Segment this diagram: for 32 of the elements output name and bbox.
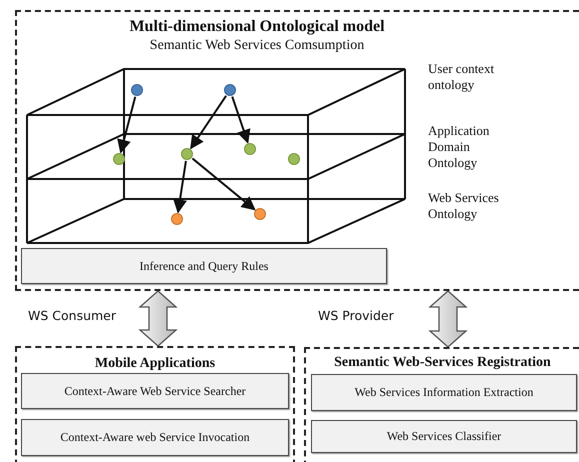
- ontology-node-circle: [171, 213, 183, 225]
- edge-label: WS Consumer: [28, 308, 116, 323]
- arrow: [190, 95, 227, 150]
- dashed-container: [15, 10, 579, 291]
- dashed-container: [15, 346, 295, 462]
- layer-label: User context ontology: [428, 61, 496, 93]
- layer-label: Application Domain Ontology: [428, 123, 490, 171]
- container-title: Semantic Web-Services Registration: [333, 355, 552, 371]
- ontology-node-circle: [131, 84, 143, 96]
- arrow: [231, 96, 250, 144]
- ontology-node-circle: [288, 153, 300, 165]
- process-box: Context-Aware Web Service Searcher: [21, 373, 289, 409]
- process-box: Web Services Classifier: [311, 420, 577, 453]
- arrow: [173, 160, 187, 214]
- dashed-container: [304, 347, 579, 462]
- container-title: Mobile Applications: [94, 356, 216, 372]
- ontology-node-circle: [181, 148, 193, 160]
- container-subtitle: Semantic Web Services Comsumption: [148, 38, 366, 54]
- edge-label: WS Provider: [318, 308, 394, 323]
- layer-label: Web Services Ontology: [428, 190, 500, 222]
- arrow: [117, 96, 136, 154]
- container-title: Multi-dimensional Ontological model: [128, 18, 386, 36]
- ontology-node-circle: [113, 153, 125, 165]
- double-block-arrow: [138, 290, 178, 347]
- process-box: Inference and Query Rules: [21, 248, 387, 284]
- arrow: [192, 158, 256, 210]
- ontology-node-circle: [224, 84, 236, 96]
- ontology-node-circle: [254, 208, 266, 220]
- process-box: Web Services Information Extraction: [311, 374, 577, 411]
- double-block-arrow: [428, 290, 468, 348]
- process-box: Context-Aware web Service Invocation: [21, 419, 289, 456]
- ontology-node-circle: [244, 143, 256, 155]
